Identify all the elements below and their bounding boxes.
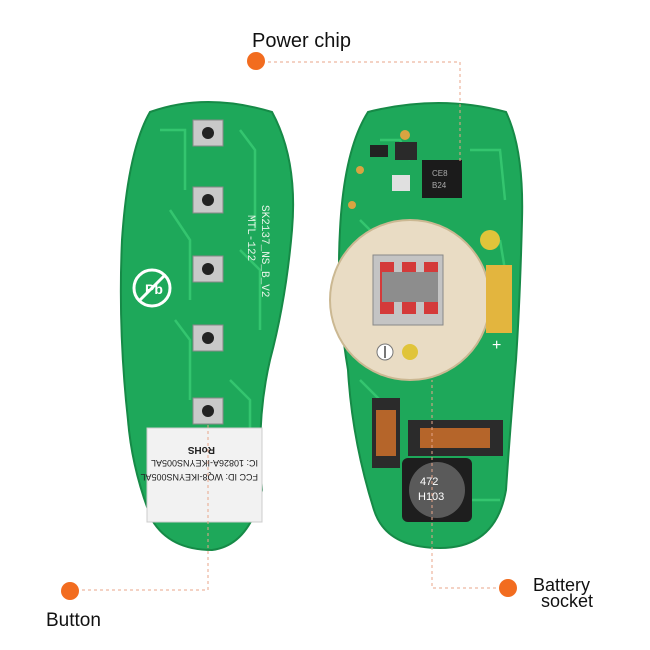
tact-button-4: [192, 324, 224, 352]
svg-text:Pb: Pb: [145, 281, 163, 297]
label-ic: IC: 10826A-IKEYNS005AL: [151, 458, 258, 468]
inductor-marking-2: H103: [418, 491, 444, 503]
battery-line: [431, 380, 508, 589]
tact-button-2: [192, 186, 224, 214]
button-dot: [61, 582, 79, 600]
chip-marking-1: CE8: [432, 169, 448, 178]
inductor: 472 H103: [402, 458, 472, 522]
power-chip: CE8 B24: [422, 160, 462, 198]
version-text: MTL-122: [244, 215, 256, 261]
label-fcc: FCC ID: WQ8-IKEYNS005AL: [140, 472, 258, 482]
tact-button-1: [192, 119, 224, 147]
tact-button-3: [192, 255, 224, 283]
power-chip-label: Power chip: [252, 30, 351, 52]
battery-socket-label-line1: Battery: [533, 575, 591, 595]
chip-marking-2: B24: [432, 181, 447, 190]
battery-socket: [329, 219, 491, 381]
right-pcb-board: CE8 B24 +: [329, 102, 524, 550]
tact-button-5: [192, 397, 224, 425]
pb-free-icon: Pb: [132, 268, 172, 308]
power-chip-dot: [247, 52, 265, 70]
model-text: SK2137_NS_B_V2: [258, 205, 270, 297]
coil-right: [408, 420, 503, 456]
battery-socket-label: Battery socket: [533, 575, 594, 611]
power-chip-line: [262, 61, 461, 162]
button-label: Button: [46, 610, 101, 631]
regulatory-label: RoHS IC: 10826A-IKEYNS005AL FCC ID: WQ8-…: [140, 427, 263, 523]
plus-sign: +: [492, 337, 501, 354]
left-pcb-board: Pb SK2137_NS_B_V2 MTL-122 RoHS IC: 10826…: [119, 101, 295, 552]
inductor-marking-1: 472: [420, 476, 438, 488]
coil-left: [372, 398, 400, 468]
button-line: [70, 424, 209, 591]
callout-lines: [70, 61, 508, 591]
label-rohs: RoHS: [187, 444, 215, 455]
battery-socket-label-line2: socket: [541, 591, 594, 611]
battery-socket-dot: [499, 579, 517, 597]
